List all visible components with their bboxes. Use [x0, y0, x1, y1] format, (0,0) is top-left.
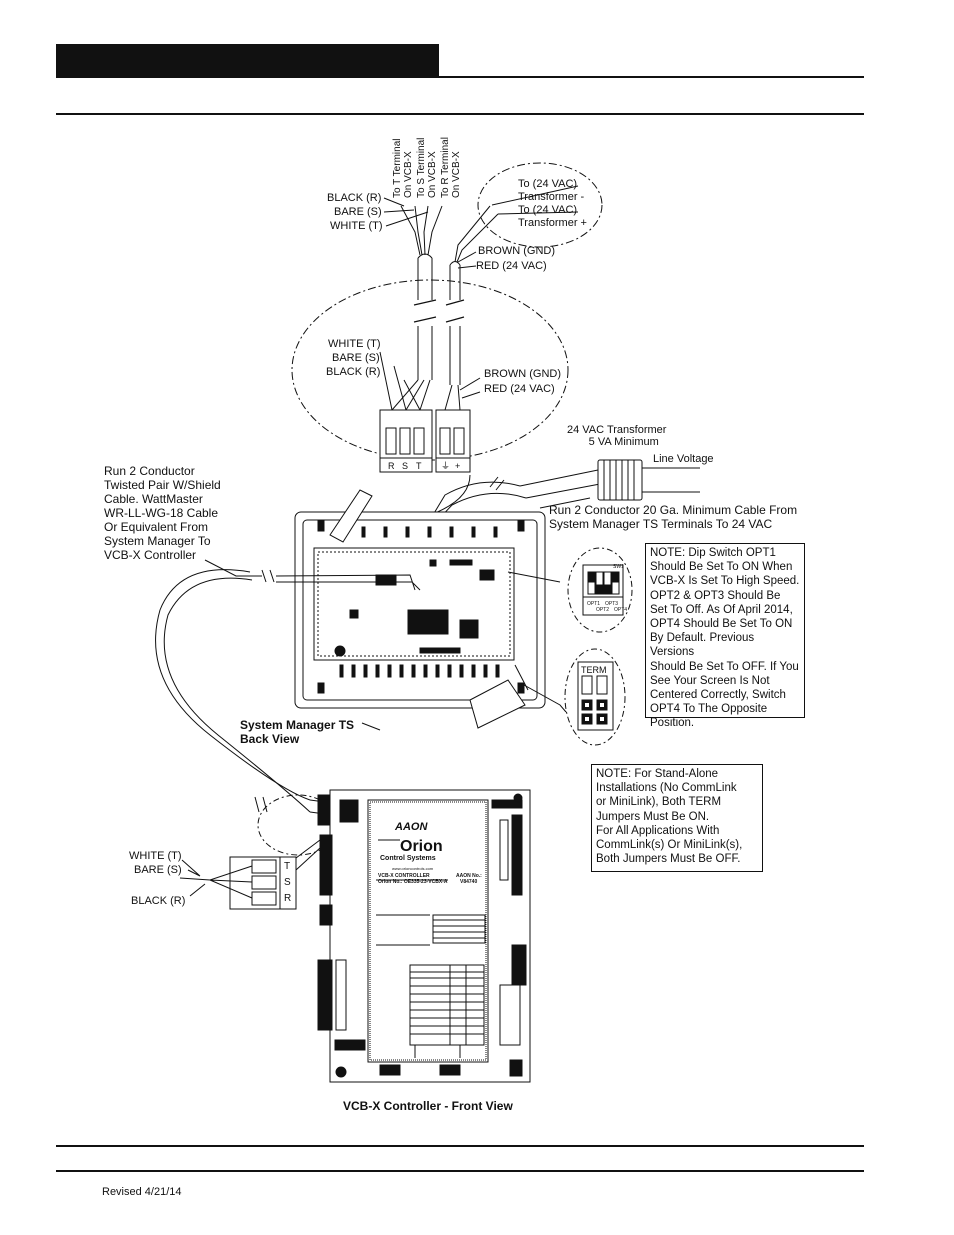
to-transformer-minus-label: To (24 VAC)Transformer -	[518, 178, 585, 203]
vcbx-front-view-title: VCB-X Controller - Front View	[343, 1099, 513, 1113]
dip-switch-label: SW1	[613, 564, 624, 570]
dip-opt3-label: OPT3	[605, 601, 619, 607]
terminal-gnd-label: ⏚	[441, 461, 451, 471]
bottom-white-t-label: WHITE (T)	[129, 850, 182, 862]
bottom-terminal-t: T	[284, 861, 291, 872]
header-black-bar	[56, 44, 439, 77]
control-systems-label: Control Systems	[380, 855, 436, 862]
bottom-black-r-label: BLACK (R)	[131, 895, 186, 907]
dip-opt2-label: OPT2	[596, 607, 610, 613]
mid-red-24vac-label: RED (24 VAC)	[484, 383, 555, 395]
terminal-plus-label: +	[455, 461, 461, 471]
run-20ga-label: Run 2 Conductor 20 Ga. Minimum Cable Fro…	[549, 503, 798, 531]
header-rule-top	[56, 76, 864, 78]
footer-rule-bottom	[56, 1170, 864, 1172]
top-black-r-label: BLACK (R)	[327, 192, 382, 204]
bottom-terminal-r: R	[284, 893, 292, 904]
dip-opt4-label: OPT4	[614, 607, 628, 613]
aaon-number-label: AAON No.:	[456, 873, 482, 879]
mid-brown-gnd-label: BROWN (GND)	[484, 368, 561, 380]
mid-white-t-label: WHITE (T)	[328, 338, 381, 350]
top-white-t-label: WHITE (T)	[330, 220, 383, 232]
mid-bare-s-label: BARE (S)	[332, 352, 380, 364]
aaon-logo: AAON	[395, 821, 428, 833]
bottom-terminal-s: S	[284, 877, 291, 888]
header-rule-bottom	[56, 113, 864, 115]
orion-order-number: Orion No.: OE335-23-VCBX-A	[378, 879, 448, 885]
top-bare-s-label: BARE (S)	[334, 206, 382, 218]
mid-black-r-label: BLACK (R)	[326, 366, 381, 378]
terminal-r-label: R	[388, 461, 395, 471]
term-dashed-circle	[564, 648, 626, 746]
orion-logo: Orion	[400, 838, 443, 855]
terminal-t-label: T	[416, 461, 422, 471]
top-red-24vac-label: RED (24 VAC)	[476, 260, 547, 272]
footer-rule-top	[56, 1145, 864, 1147]
vcbx-controller-label: VCB-X CONTROLLER	[378, 873, 430, 879]
to-transformer-plus-label: To (24 VAC)Transformer +	[518, 204, 587, 229]
top-brown-gnd-label: BROWN (GND)	[478, 245, 555, 257]
website-label: www.orioncontrols.com	[392, 866, 434, 871]
term-label: TERM	[581, 665, 607, 675]
dip-dashed-circle	[567, 547, 633, 633]
aaon-number-value: V84740	[460, 879, 478, 885]
bottom-bare-s-label: BARE (S)	[134, 864, 182, 876]
dip-opt1-label: OPT1	[587, 601, 601, 607]
top-dashed-circle	[477, 162, 603, 248]
line-voltage-label: Line Voltage	[653, 453, 714, 465]
revised-date: Revised 4/21/14	[102, 1186, 182, 1198]
terminal-s-label: S	[402, 461, 409, 471]
